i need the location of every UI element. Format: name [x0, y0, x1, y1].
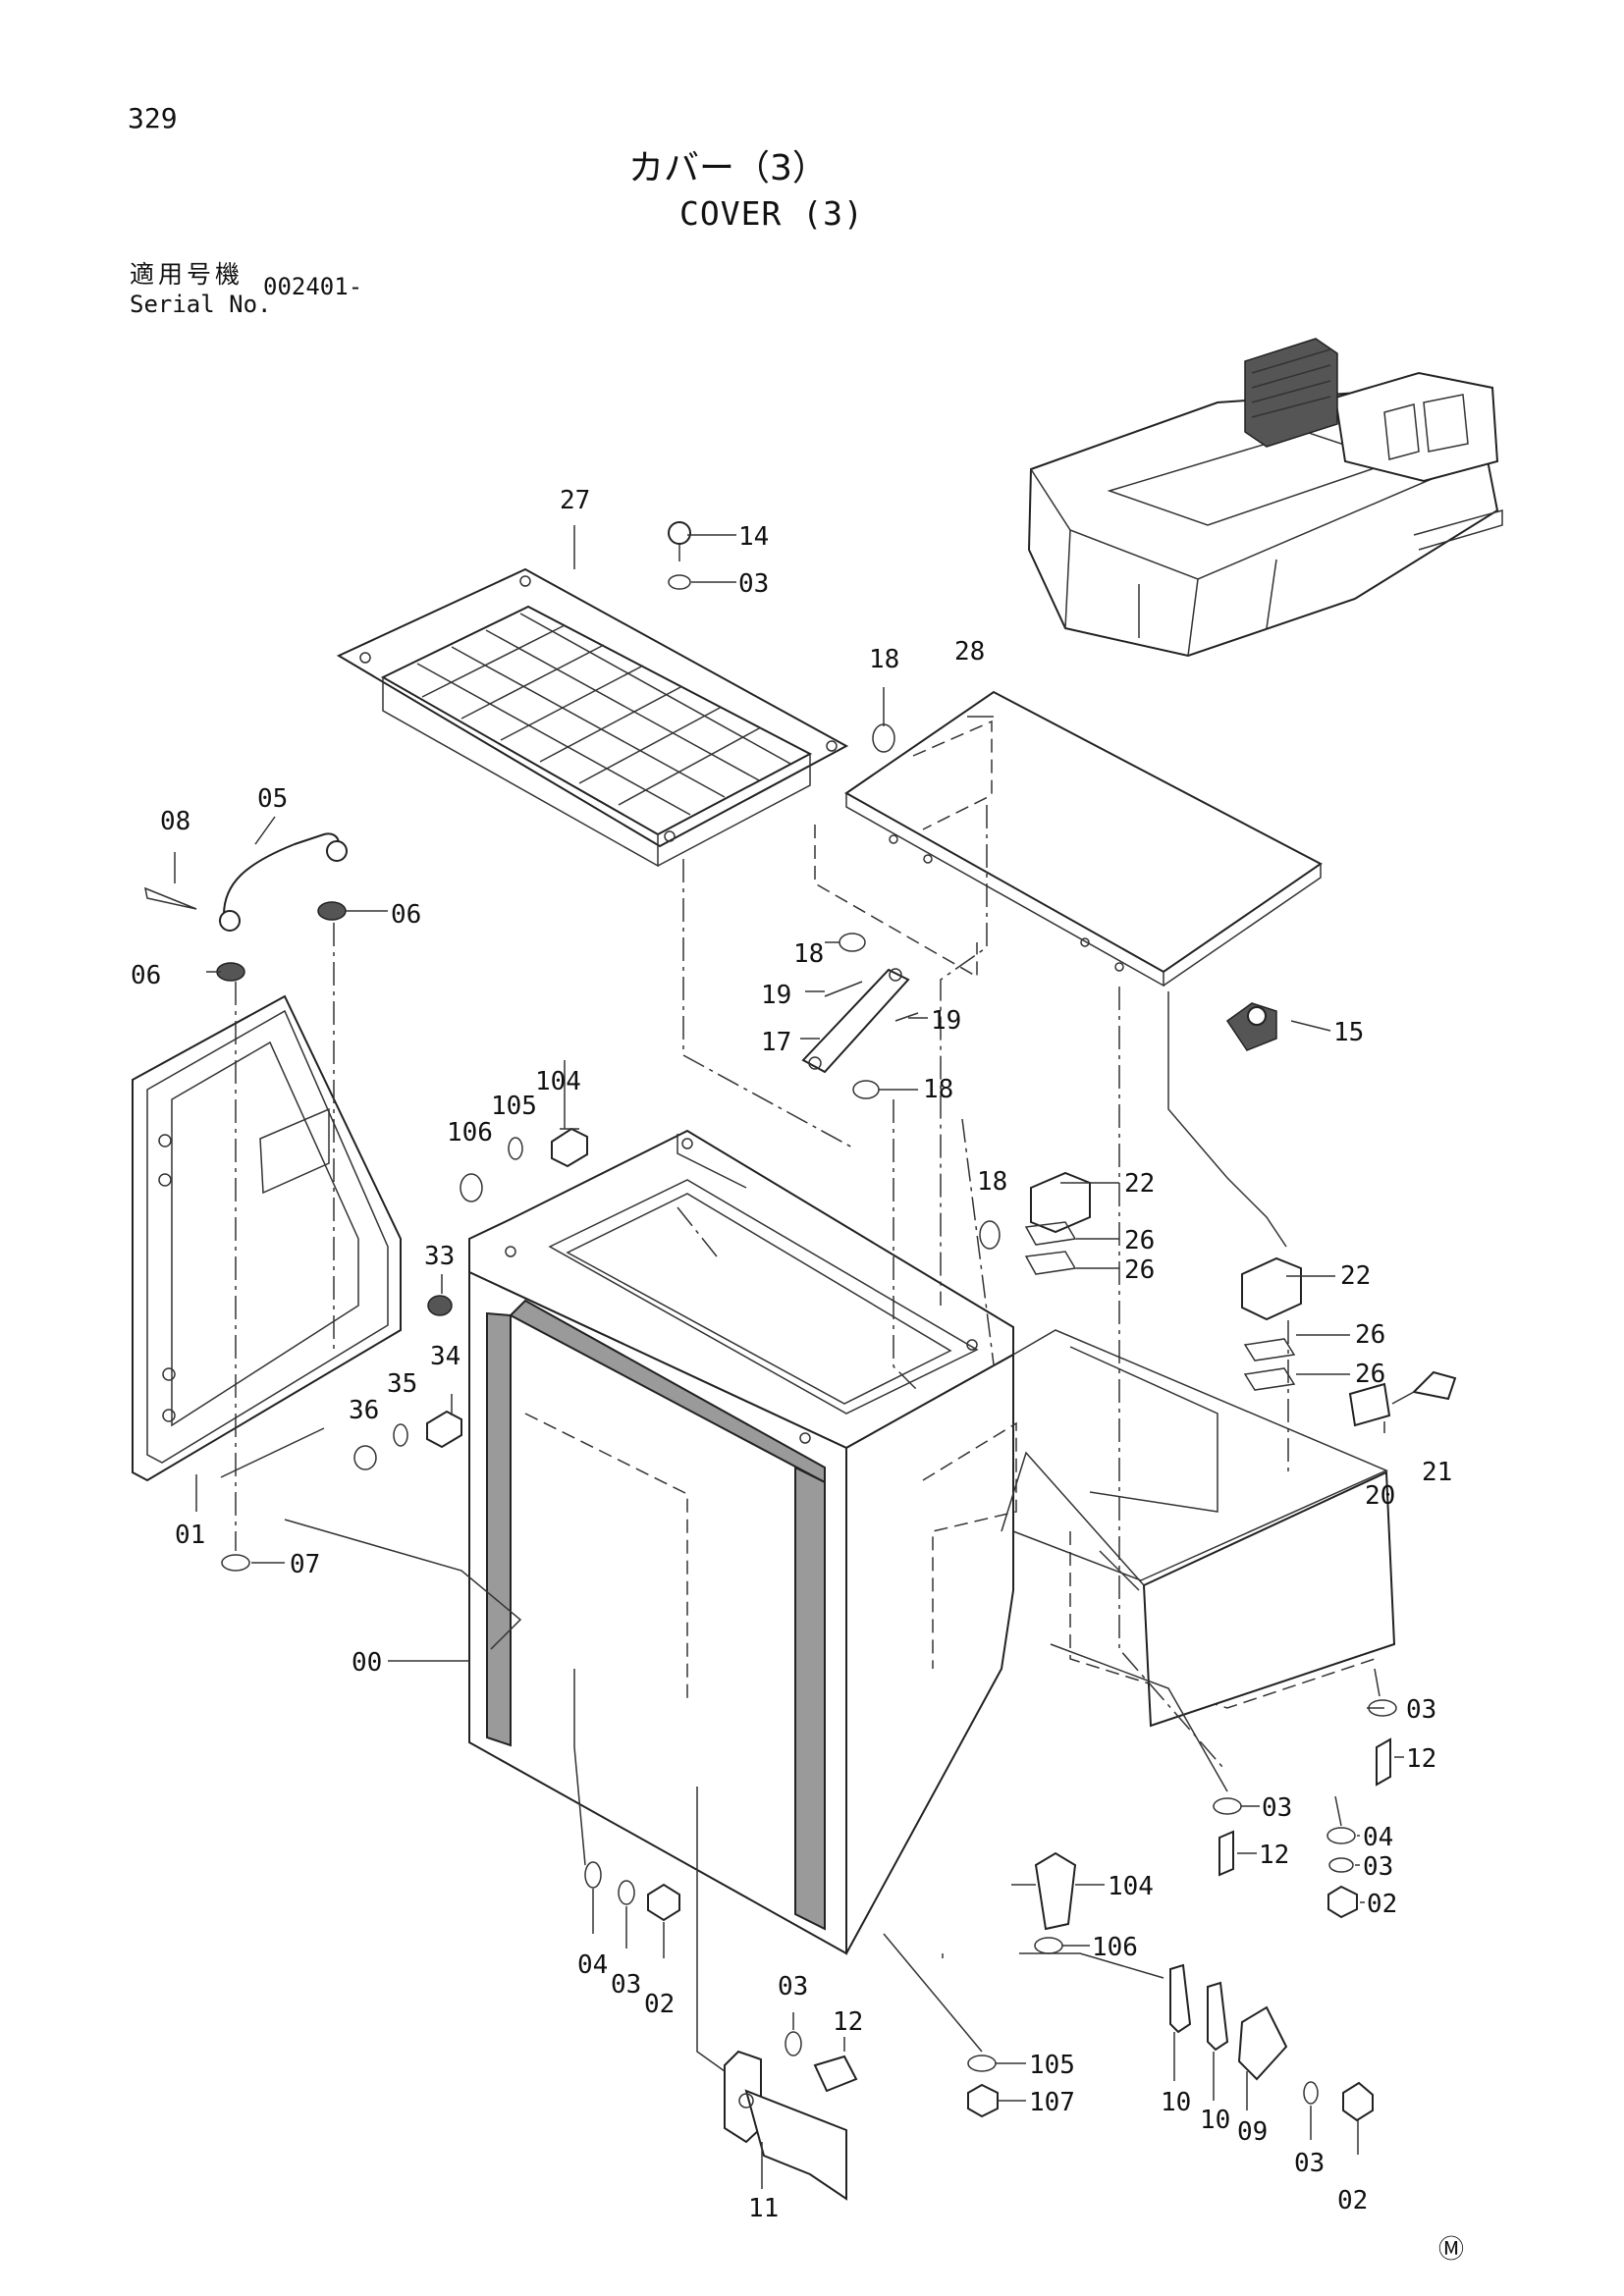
callout-20: 20	[1365, 1481, 1395, 1511]
serial-label-japanese: 適用号機	[130, 260, 244, 289]
part-21-bolt	[1391, 1370, 1457, 1405]
part-27-grille	[336, 567, 849, 868]
callout-02: 02	[644, 1990, 675, 2019]
callout-22: 22	[1340, 1261, 1371, 1291]
part-09-bracket	[1237, 2005, 1288, 2081]
part-15-latch	[1225, 1002, 1277, 1051]
callout-19: 19	[931, 1006, 961, 1036]
callout-19: 19	[761, 981, 791, 1010]
callout-03: 03	[1262, 1793, 1292, 1823]
callout-33: 33	[424, 1242, 455, 1271]
callout-106: 106	[447, 1118, 493, 1148]
callout-04: 04	[577, 1950, 608, 1980]
callout-03: 03	[1406, 1695, 1436, 1725]
callout-03: 03	[611, 1970, 641, 2000]
callout-35: 35	[387, 1369, 417, 1399]
callout-105: 105	[1029, 2051, 1075, 2080]
callout-14: 14	[738, 522, 769, 552]
serial-label-english: Serial No.	[130, 291, 272, 318]
callout-06: 06	[391, 900, 421, 930]
callout-07: 07	[290, 1550, 320, 1579]
callout-02: 02	[1337, 2186, 1368, 2216]
callout-18: 18	[869, 645, 899, 674]
callout-104: 104	[1108, 1872, 1154, 1901]
part-00-main-cover-box	[468, 1129, 1396, 1955]
callout-01: 01	[175, 1521, 205, 1550]
callout-18: 18	[923, 1075, 953, 1104]
callout-labels: 27 14 03 18 28 08 05 06 06 18 19 19 17 1…	[131, 486, 1464, 2265]
callout-12: 12	[1259, 1841, 1289, 1870]
callout-26: 26	[1355, 1360, 1385, 1389]
part-28-top-plate	[844, 690, 1323, 988]
callout-26: 26	[1124, 1226, 1155, 1255]
callout-18: 18	[793, 939, 824, 969]
callout-105: 105	[491, 1092, 537, 1121]
part-22-blocks	[1030, 1171, 1302, 1321]
callout-28: 28	[954, 637, 985, 667]
machine-overview-illustration	[1027, 338, 1503, 658]
callout-26: 26	[1355, 1320, 1385, 1350]
callout-06: 06	[131, 961, 161, 990]
callout-09: 09	[1237, 2117, 1268, 2147]
part-10-brackets	[1169, 1963, 1229, 2052]
callout-10: 10	[1161, 2088, 1191, 2117]
callout-34: 34	[430, 1342, 460, 1371]
callout-22: 22	[1124, 1169, 1155, 1199]
callout-02: 02	[1367, 1890, 1397, 1919]
part-26-shims	[1024, 1221, 1296, 1391]
callout-15: 15	[1333, 1018, 1364, 1047]
page-title-japanese: カバー（3）	[628, 148, 828, 188]
callout-12: 12	[833, 2007, 863, 2037]
part-17-hinge-link	[801, 933, 919, 1099]
callout-104: 104	[535, 1067, 581, 1096]
callout-08: 08	[160, 807, 190, 836]
leader-lines	[174, 525, 1404, 2189]
part-05-handle	[143, 832, 348, 932]
callout-00: 00	[352, 1648, 382, 1678]
callout-05: 05	[257, 784, 288, 814]
serial-number-value: 002401-	[263, 273, 363, 300]
page-number: 329	[128, 102, 178, 134]
callout-26: 26	[1124, 1255, 1155, 1285]
callout-17: 17	[761, 1028, 791, 1057]
callout-04: 04	[1363, 1823, 1393, 1852]
callout-106: 106	[1092, 1933, 1138, 1962]
callout-03: 03	[1294, 2149, 1325, 2178]
callout-03: 03	[738, 569, 769, 599]
callout-11: 11	[748, 2194, 779, 2223]
part-11-bracket	[724, 2050, 847, 2201]
callout-12: 12	[1406, 1744, 1436, 1774]
callout-10: 10	[1200, 2106, 1230, 2135]
part-01-left-door	[132, 994, 402, 1482]
callout-03: 03	[1363, 1852, 1393, 1882]
callout-21: 21	[1422, 1458, 1452, 1487]
callout-03: 03	[778, 1972, 808, 2002]
maker-mark: Ⓜ	[1438, 2235, 1464, 2265]
callout-36: 36	[349, 1396, 379, 1425]
callout-107: 107	[1029, 2088, 1075, 2117]
part-20-bracket	[1348, 1382, 1391, 1427]
callout-18: 18	[977, 1167, 1007, 1197]
page-title-english: COVER (3)	[679, 194, 864, 233]
callout-27: 27	[560, 486, 590, 515]
